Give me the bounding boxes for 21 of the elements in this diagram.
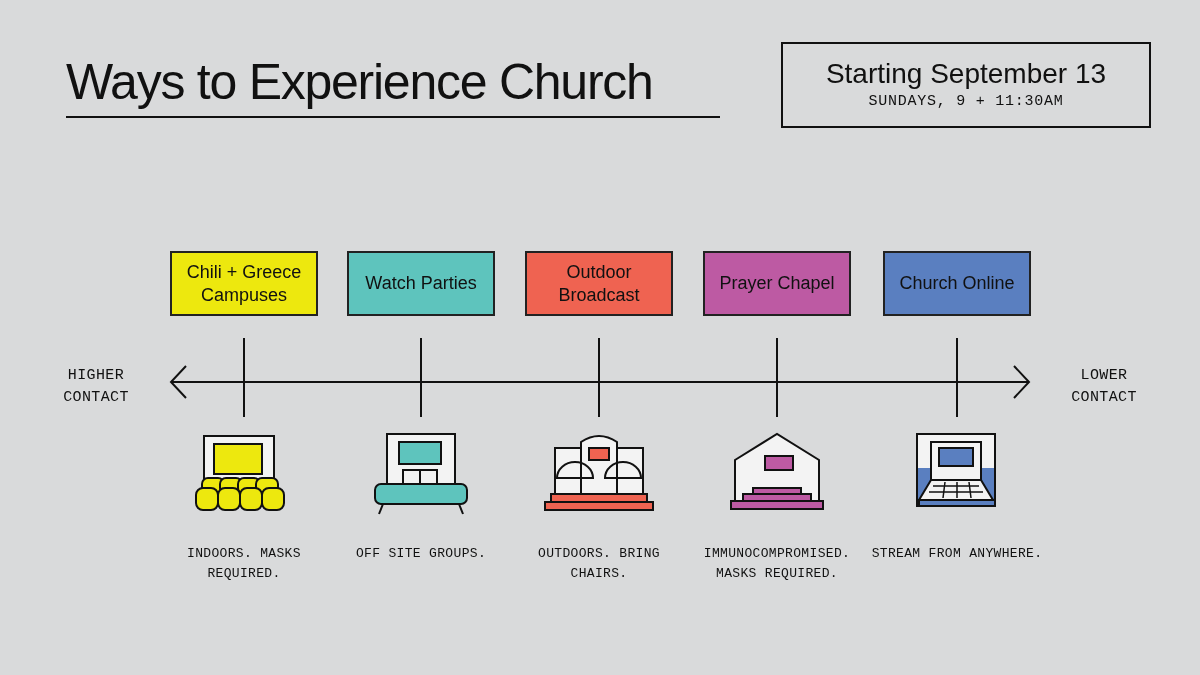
option-box xyxy=(525,251,673,316)
option-note: OFF SITE GROUPS. xyxy=(355,545,487,563)
option-title: Watch Parties xyxy=(365,272,477,295)
date-box xyxy=(781,42,1151,128)
option-box xyxy=(347,251,495,316)
option-box xyxy=(170,251,318,316)
option-box xyxy=(883,251,1031,316)
option-title: Chili + Greece Campuses xyxy=(185,260,303,307)
option-title: Church Online xyxy=(899,272,1015,295)
axis-label: LOWER CONTACT xyxy=(1070,366,1138,408)
option-box xyxy=(703,251,851,316)
title: Ways to Experience Church xyxy=(66,52,720,118)
date-heading: Starting September 13 xyxy=(825,56,1107,91)
option-note: IMMUNOCOMPROMISED. MASKS REQUIRED. xyxy=(702,545,852,583)
axis-label: HIGHER CONTACT xyxy=(62,366,130,408)
option-note: STREAM FROM ANYWHERE. xyxy=(871,545,1043,563)
service-times: SUNDAYS, 9 + 11:30AM xyxy=(868,91,1064,112)
option-note: OUTDOORS. BRING CHAIRS. xyxy=(537,545,661,583)
option-note: INDOORS. MASKS REQUIRED. xyxy=(186,545,302,583)
option-title: Outdoor Broadcast xyxy=(557,260,641,307)
option-title: Prayer Chapel xyxy=(719,272,835,295)
